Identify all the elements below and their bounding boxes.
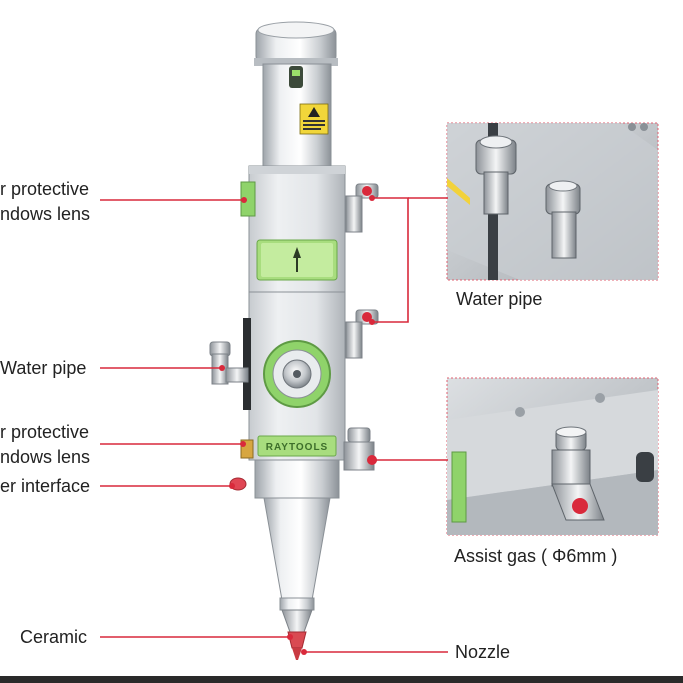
- inset-water-pipe-photo: [447, 123, 658, 280]
- top-cap: [254, 22, 338, 66]
- label-protective-window-upper-1: r protective: [0, 178, 89, 200]
- label-protective-window-lower-2: ndows lens: [0, 446, 90, 468]
- water-fitting-left: [210, 342, 248, 384]
- bottom-border: [0, 676, 683, 683]
- water-fitting-middle: [346, 310, 378, 358]
- label-fiber-interface: er interface: [0, 475, 90, 497]
- head-body-lower: RAYTOOLS: [241, 292, 345, 460]
- label-ceramic: Ceramic: [20, 626, 87, 648]
- label-protective-window-lower-1: r protective: [0, 421, 89, 443]
- label-nozzle: Nozzle: [455, 641, 510, 663]
- collimator-cylinder: [263, 64, 331, 166]
- gas-fitting: [344, 428, 377, 470]
- label-protective-window-upper-2: ndows lens: [0, 203, 90, 225]
- label-water-pipe-left: Water pipe: [0, 357, 86, 379]
- brand-label: RAYTOOLS: [266, 442, 328, 453]
- inset-assist-gas-photo: [447, 378, 658, 535]
- label-assist-gas: Assist gas ( Φ6mm ): [454, 545, 617, 567]
- label-water-pipe-right: Water pipe: [456, 288, 542, 310]
- water-fitting-top: [346, 184, 378, 232]
- nozzle-assembly: [230, 460, 339, 660]
- leader-water-right-bracket: [372, 198, 408, 322]
- head-body: [241, 166, 345, 294]
